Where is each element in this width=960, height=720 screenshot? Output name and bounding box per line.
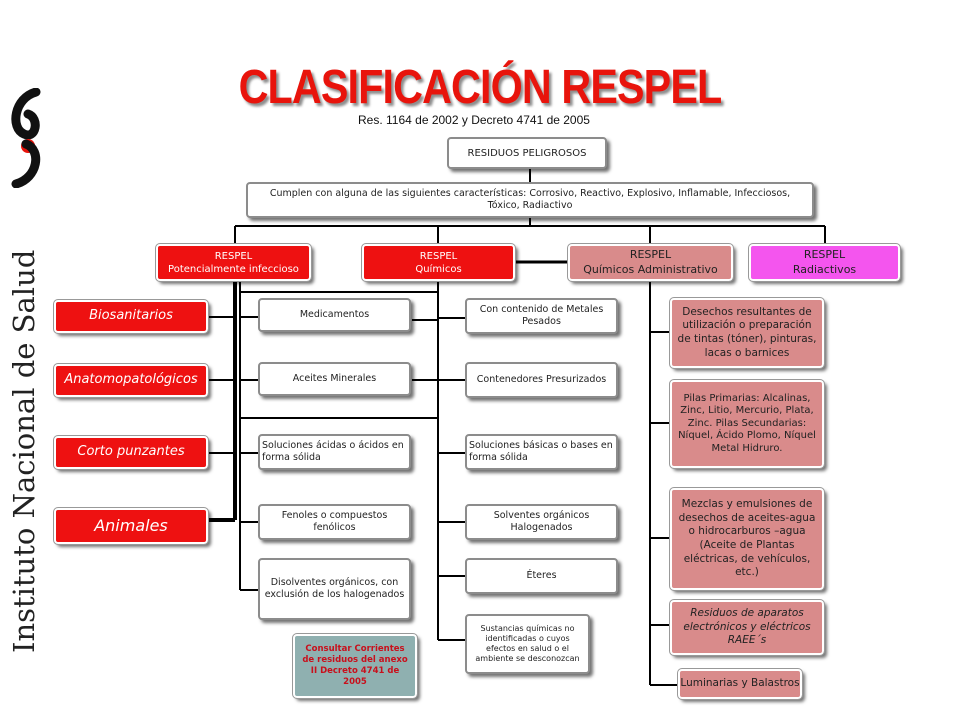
consultar-note: Consultar Corrientes de residuos del ane…	[292, 633, 418, 699]
quimico-item: Fenoles o compuestos fenólicos	[258, 504, 411, 540]
quimico-item: Soluciones ácidas o ácidos en forma sóli…	[258, 434, 411, 470]
quimico-item: Con contenido de Metales Pesados	[465, 298, 618, 334]
root-node: RESIDUOS PELIGROSOS	[447, 137, 607, 169]
administrativo-item: Pilas Primarias: Alcalinas, Zinc, Litio,…	[669, 379, 825, 469]
quimico-item: Disolventes orgánicos, con exclusión de …	[258, 558, 411, 620]
administrativo-item: Residuos de aparatos electrónicos y eléc…	[669, 599, 825, 656]
category-infeccioso-line1: RESPEL	[214, 250, 253, 262]
infeccioso-item: Biosanitarios	[53, 299, 209, 334]
criteria-node: Cumplen con alguna de las siguientes car…	[246, 182, 814, 218]
category-quimicos-line2: Químicos	[415, 263, 462, 275]
infeccioso-item: Corto punzantes	[53, 435, 209, 470]
quimico-item: Medicamentos	[258, 298, 411, 332]
category-radiactivos: RESPEL Radiactivos	[748, 243, 901, 282]
administrativo-item: Desechos resultantes de utilización o pr…	[669, 297, 825, 369]
quimico-item: Aceites Minerales	[258, 362, 411, 396]
page-title: CLASIFICACIÓN RESPEL	[238, 61, 723, 114]
category-administrativo-line1: RESPEL	[629, 248, 672, 262]
category-administrativo-line2: Químicos Administrativo	[583, 262, 718, 276]
category-radiactivos-line1: RESPEL	[803, 248, 846, 262]
quimico-item: Soluciones básicas o bases en forma sóli…	[465, 434, 618, 470]
infeccioso-item: Anatomopatológicos	[53, 363, 209, 398]
quimico-item: Sustancias químicas no identificadas o c…	[465, 614, 590, 674]
category-quimicos-line1: RESPEL	[419, 250, 458, 262]
category-quimicos: RESPEL Químicos	[361, 243, 516, 282]
quimico-item: Éteres	[465, 558, 618, 594]
quimico-item: Contenedores Presurizados	[465, 362, 618, 398]
category-administrativo: RESPEL Químicos Administrativo	[567, 243, 734, 282]
infeccioso-item: Animales	[53, 507, 209, 545]
category-radiactivos-line2: Radiactivos	[792, 262, 857, 276]
ins-logo-icon	[11, 88, 41, 188]
quimico-item: Solventes orgánicos Halogenados	[465, 504, 618, 540]
category-infeccioso: RESPEL Potencialmente infeccioso	[155, 243, 312, 282]
sidebar: Instituto Nacional de Salud	[0, 0, 46, 720]
category-infeccioso-line2: Potencialmente infeccioso	[168, 263, 299, 275]
administrativo-item: Luminarias y Balastros	[677, 668, 803, 700]
administrativo-item: Mezclas y emulsiones de desechos de acei…	[669, 487, 825, 591]
page-subtitle: Res. 1164 de 2002 y Decreto 4741 de 2005	[358, 113, 590, 127]
